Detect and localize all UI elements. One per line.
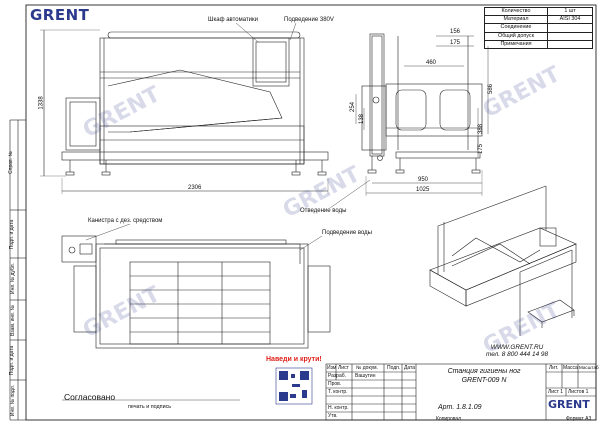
dim-586: 586 bbox=[488, 83, 495, 95]
promo-text: Наведи и крути! bbox=[266, 356, 322, 363]
callout-drain: Отведение воды bbox=[300, 208, 347, 214]
document-title: Станция гигиены ног GRENT-009 N bbox=[447, 368, 521, 384]
tb-role: Разраб. bbox=[328, 373, 347, 379]
dim-156: 156 bbox=[450, 29, 461, 35]
copied-label: Копировал bbox=[436, 416, 462, 422]
side-label: Взам. инв. № bbox=[9, 305, 16, 336]
tb-header: Дата bbox=[404, 365, 416, 371]
tb-scale: Масштаб bbox=[579, 365, 599, 370]
tb-mass: Масса bbox=[563, 365, 578, 371]
phone-number: тел. 8 800 444 14 98 bbox=[485, 351, 549, 358]
callout-water: Подведение воды bbox=[322, 230, 372, 236]
brand-logo: GRENT bbox=[30, 6, 90, 24]
side-label: Подп. и дата bbox=[9, 219, 16, 250]
side-label: Подп. и дата bbox=[9, 345, 16, 376]
callout-canister: Канистра с дез. средством bbox=[88, 218, 163, 224]
dim-175v: 175 bbox=[478, 143, 485, 155]
dim-height: 1338 bbox=[38, 96, 45, 110]
tb-sheets: Листов 1 bbox=[568, 389, 589, 395]
dim-254: 254 bbox=[350, 101, 357, 113]
callout-power: Подведение 380V bbox=[284, 17, 334, 23]
dim-138: 138 bbox=[359, 113, 366, 125]
tb-header: Лист bbox=[338, 365, 349, 371]
website-link[interactable]: WWW.GRENT.RU bbox=[490, 344, 544, 351]
dim-175: 175 bbox=[450, 40, 461, 46]
qr-code[interactable] bbox=[275, 367, 313, 405]
tb-header: Подп. bbox=[387, 365, 401, 371]
dim-length: 2306 bbox=[188, 185, 202, 191]
agreed-label: Согласовано bbox=[64, 392, 116, 402]
tb-header: № докум. bbox=[356, 365, 378, 371]
side-label: Инв. № дубл. bbox=[9, 263, 16, 294]
tb-role: Утв. bbox=[328, 413, 338, 419]
tb-sheet: Лист 1 bbox=[548, 389, 564, 395]
dim-950: 950 bbox=[418, 177, 429, 183]
side-label: Справ. № bbox=[7, 151, 14, 174]
tb-role: Пров. bbox=[328, 381, 342, 387]
dim-460: 460 bbox=[426, 60, 437, 66]
table-row: Общий допуск bbox=[484, 31, 593, 41]
format-label: Формат А3 bbox=[566, 416, 592, 422]
article-number: Арт. 1.8.1.09 bbox=[438, 404, 482, 411]
tb-role: Т. контр. bbox=[328, 389, 348, 395]
tb-header: Изм bbox=[327, 365, 337, 371]
tb-role: Н. контр. bbox=[328, 405, 349, 411]
footer-logo: GRENT bbox=[548, 398, 590, 411]
table-row: Соединение bbox=[484, 23, 593, 33]
side-label: Инв. № подл. bbox=[10, 384, 17, 417]
dim-1025: 1025 bbox=[416, 187, 430, 193]
callout-cabinet: Шкаф автоматики bbox=[208, 17, 259, 23]
dim-388: 388 bbox=[478, 123, 485, 135]
tb-lit: Лит. bbox=[549, 365, 559, 371]
table-row: Примечания bbox=[484, 39, 593, 49]
contacts: WWW.GRENT.RU тел. 8 800 444 14 98 bbox=[462, 344, 572, 358]
tb-name: Вашутин bbox=[355, 373, 376, 379]
sign-caption: печать и подпись bbox=[128, 404, 172, 410]
